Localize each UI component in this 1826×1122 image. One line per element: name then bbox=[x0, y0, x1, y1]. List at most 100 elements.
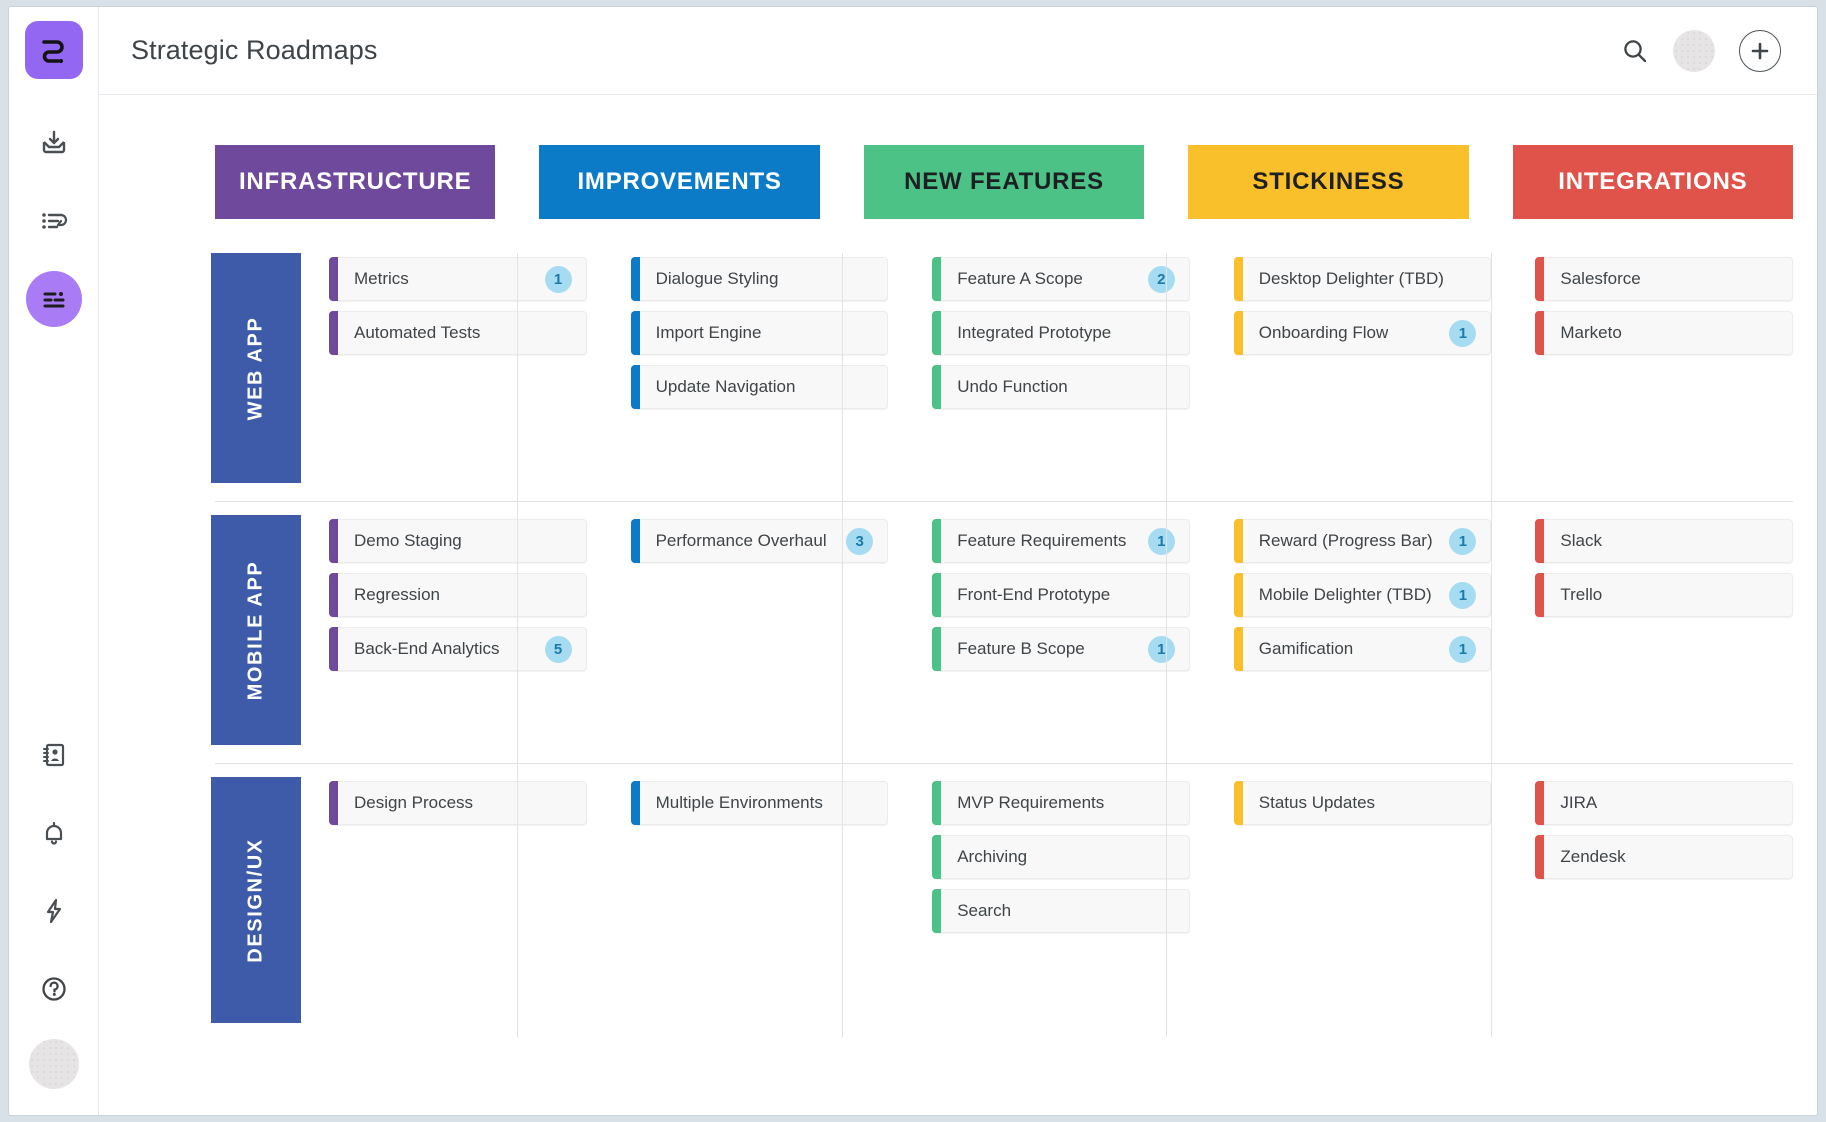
row-label-0[interactable]: WEB APP bbox=[211, 253, 301, 483]
list-reorder-icon bbox=[41, 213, 67, 229]
roadmap-card[interactable]: Salesforce bbox=[1535, 257, 1793, 301]
left-rail bbox=[9, 7, 99, 1115]
roadmap-card[interactable]: Search bbox=[932, 889, 1190, 933]
sidebar-item-help[interactable] bbox=[26, 961, 82, 1017]
roadmap-card-title: Regression bbox=[354, 585, 440, 604]
sidebar-item-notifications[interactable] bbox=[26, 805, 82, 861]
roadmap-card[interactable]: Archiving bbox=[932, 835, 1190, 879]
roadmap-card[interactable]: Reward (Progress Bar)1 bbox=[1233, 519, 1492, 563]
sidebar-item-list[interactable] bbox=[26, 193, 82, 249]
rail-bottom-group bbox=[26, 727, 82, 1115]
row-label-text: WEB APP bbox=[244, 316, 267, 420]
page-title: Strategic Roadmaps bbox=[131, 35, 378, 65]
roadmap-card-title: Feature B Scope bbox=[957, 639, 1085, 658]
roadmap-card[interactable]: Dialogue Styling bbox=[630, 257, 889, 301]
add-roadmap-button[interactable] bbox=[1739, 29, 1781, 72]
sidebar-item-contacts[interactable] bbox=[26, 727, 82, 783]
user-avatar[interactable] bbox=[28, 1039, 79, 1089]
roadmap-card[interactable]: Zendesk bbox=[1535, 835, 1793, 879]
roadmap-card-badge: 5 bbox=[544, 635, 572, 663]
row-label-1[interactable]: MOBILE APP bbox=[211, 515, 301, 745]
roadmap-card-title: Slack bbox=[1560, 531, 1602, 550]
board-cell: JIRA Zendesk bbox=[1535, 777, 1793, 1039]
roadmap-card-title: Dialogue Styling bbox=[655, 269, 779, 288]
roadmap-card-title: Marketo bbox=[1560, 323, 1622, 342]
column-header-3[interactable]: STICKINESS bbox=[1188, 145, 1469, 219]
column-header-1[interactable]: IMPROVEMENTS bbox=[539, 145, 820, 219]
row-label-text: MOBILE APP bbox=[244, 560, 267, 700]
roadmap-card[interactable]: MVP Requirements bbox=[932, 781, 1190, 825]
column-divider bbox=[841, 253, 843, 1037]
roadmap-card[interactable]: Undo Function bbox=[932, 365, 1190, 409]
sidebar-item-roadmaps[interactable] bbox=[25, 271, 82, 327]
row-columns: Design Process Multiple Environments MVP R… bbox=[301, 777, 1817, 1039]
roadmap-lines-icon bbox=[43, 292, 64, 308]
board-cell: Design Process bbox=[329, 777, 587, 1039]
board-cell: Multiple Environments bbox=[630, 777, 889, 1039]
column-header-2[interactable]: NEW FEATURES bbox=[863, 145, 1145, 219]
help-circle-icon bbox=[41, 977, 66, 1001]
roadmap-card[interactable]: JIRA bbox=[1535, 781, 1793, 825]
roadmap-card-badge: 1 bbox=[1449, 319, 1477, 347]
roadmap-card-title: Undo Function bbox=[957, 377, 1068, 396]
sidebar-item-activity[interactable] bbox=[26, 883, 82, 939]
roadmap-card-title: Feature Requirements bbox=[957, 531, 1127, 550]
roadmap-card[interactable]: Trello bbox=[1535, 573, 1793, 617]
roadmap-card[interactable]: Slack bbox=[1535, 519, 1793, 563]
bell-icon bbox=[45, 821, 62, 845]
roadmap-card-title: Metrics bbox=[354, 269, 409, 288]
sidebar-item-inbox[interactable] bbox=[26, 115, 82, 171]
account-avatar[interactable] bbox=[1673, 29, 1715, 72]
roadmap-card[interactable]: Mobile Delighter (TBD)1 bbox=[1233, 573, 1492, 617]
roadmap-card[interactable]: Marketo bbox=[1535, 311, 1793, 355]
row-label-2[interactable]: DESIGN/UX bbox=[211, 777, 301, 1023]
roadmap-card[interactable]: Demo Staging bbox=[329, 519, 587, 563]
roadmap-card[interactable]: Desktop Delighter (TBD) bbox=[1233, 257, 1492, 301]
roadmap-card-title: Status Updates bbox=[1258, 793, 1376, 812]
roadmap-card[interactable]: Regression bbox=[329, 573, 587, 617]
search-icon[interactable] bbox=[1621, 37, 1649, 65]
board-cell: Status Updates bbox=[1233, 777, 1492, 1039]
roadmap-card-title: Reward (Progress Bar) bbox=[1258, 531, 1433, 550]
row-divider bbox=[215, 763, 1793, 764]
roadmap-card[interactable]: Update Navigation bbox=[630, 365, 889, 409]
roadmunk-logo-icon[interactable] bbox=[24, 21, 83, 79]
roadmap-card-title: Salesforce bbox=[1560, 269, 1641, 288]
roadmap-card[interactable]: Front-End Prototype bbox=[932, 573, 1190, 617]
roadmap-card[interactable]: Design Process bbox=[329, 781, 587, 825]
roadmap-card[interactable]: Multiple Environments bbox=[630, 781, 889, 825]
roadmap-card[interactable]: Automated Tests bbox=[329, 311, 587, 355]
column-headers: INFRASTRUCTURE IMPROVEMENTS NEW FEATURES ST… bbox=[99, 95, 1817, 219]
roadmap-card[interactable]: Integrated Prototype bbox=[932, 311, 1190, 355]
roadmap-card[interactable]: Import Engine bbox=[630, 311, 889, 355]
column-header-label: INFRASTRUCTURE bbox=[238, 168, 472, 195]
roadmap-card-title: Automated Tests bbox=[354, 323, 481, 342]
column-header-0[interactable]: INFRASTRUCTURE bbox=[215, 145, 496, 219]
roadmap-card-title: MVP Requirements bbox=[957, 793, 1105, 812]
roadmap-card[interactable]: Status Updates bbox=[1233, 781, 1492, 825]
roadmap-card-title: Archiving bbox=[957, 847, 1028, 866]
roadmap-card-title: Demo Staging bbox=[354, 531, 462, 550]
column-header-label: STICKINESS bbox=[1252, 168, 1405, 195]
roadmap-card-title: Feature A Scope bbox=[957, 269, 1083, 288]
column-header-4[interactable]: INTEGRATIONS bbox=[1512, 145, 1794, 219]
